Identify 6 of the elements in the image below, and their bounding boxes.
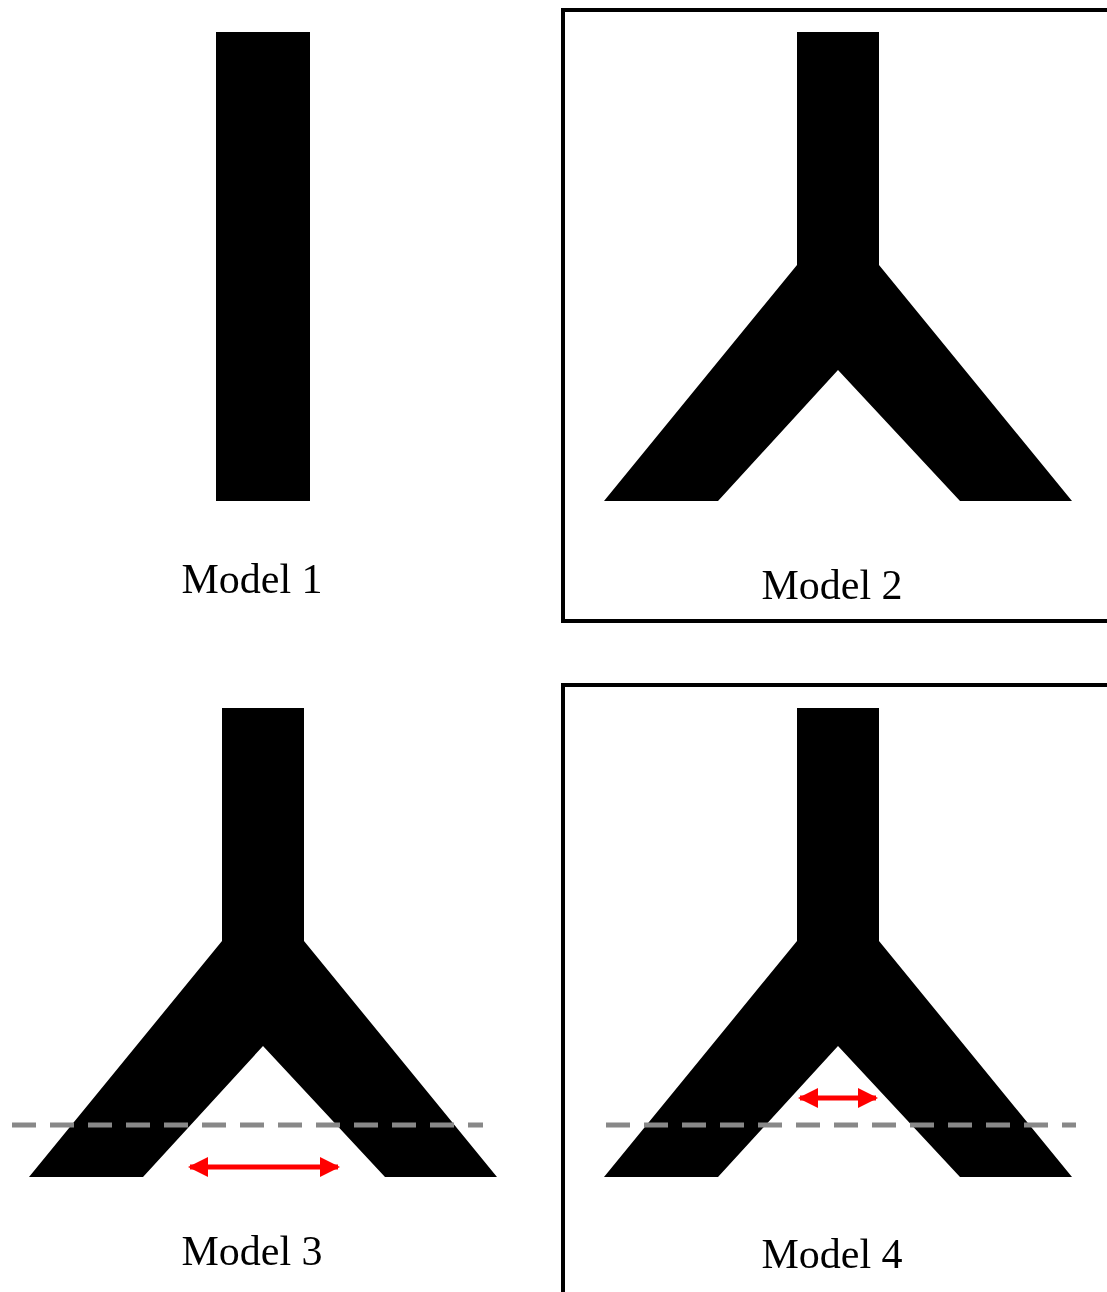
panel-frame [561, 683, 1107, 1292]
model-caption: Model 2 [761, 564, 903, 606]
model-caption: Model 1 [181, 558, 323, 600]
model-caption: Model 3 [181, 1230, 323, 1272]
model-caption: Model 4 [761, 1233, 903, 1275]
panel-frame [561, 8, 1107, 623]
